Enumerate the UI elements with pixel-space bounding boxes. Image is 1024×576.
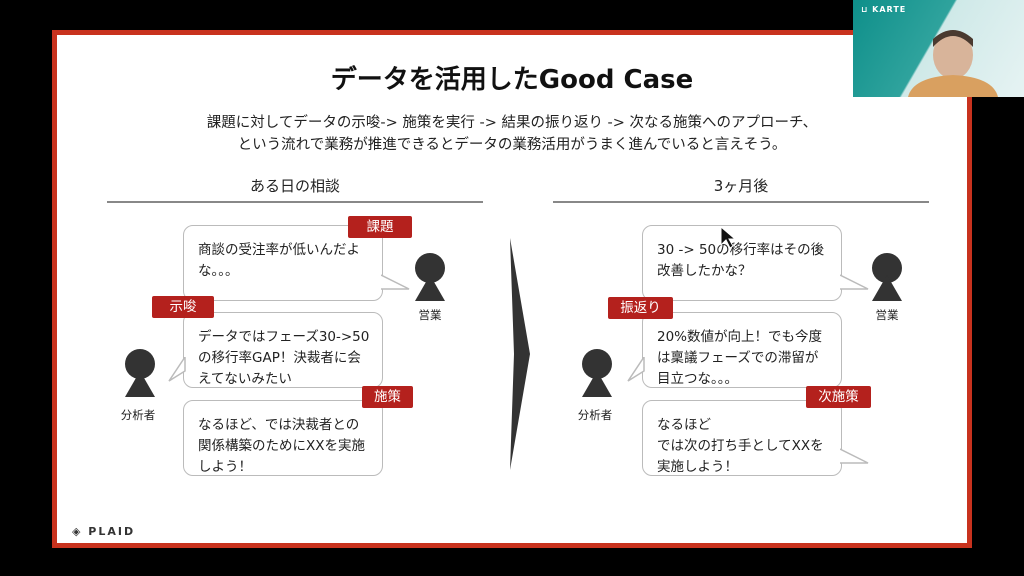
right-heading: 3ヶ月後 xyxy=(713,177,769,195)
bubble-next-action: なるほど では次の打ち手としてXXを実施しよう！ xyxy=(642,400,842,476)
karte-logo: ⊔ KARTE xyxy=(861,5,907,14)
bubble-text: 20%数値が向上！でも今度は稟議フェーズでの滞留が目立つな。。。 xyxy=(657,329,823,387)
bubble-tail xyxy=(627,357,645,382)
analyst-label: 分析者 xyxy=(120,408,156,422)
slide-subtitle-line2: という流れで業務が推進できるとデータの業務活用がうまく進んでいると言えそう。 xyxy=(237,137,787,153)
chevron-right-icon xyxy=(510,238,530,470)
sales-person-icon xyxy=(415,253,445,301)
bubble-question: 30 -> 50の移行率はその後改善したかな？ xyxy=(642,225,842,301)
bubble-tail xyxy=(840,448,869,464)
sales-label: 営業 xyxy=(418,308,442,322)
webcam-video: ⊔ KARTE xyxy=(853,0,1024,97)
plaid-logo: ◈ PLAID xyxy=(72,525,136,538)
slide-subtitle-line1: 課題に対してデータの示唆-> 施策を実行 -> 結果の振り返り -> 次なる施策… xyxy=(206,115,818,131)
bubble-tail xyxy=(168,357,186,382)
bubble-action: なるほど、では決裁者との関係構築のためにXXを実施しよう！ xyxy=(183,400,383,476)
bubble-review: 20%数値が向上！でも今度は稟議フェーズでの滞留が目立つな。。。 xyxy=(642,312,842,388)
bubble-text: 商談の受注率が低いんだよな。。。 xyxy=(198,242,360,279)
tag-next-action: 次施策 xyxy=(806,386,871,408)
bubble-text: なるほど では次の打ち手としてXXを実施しよう！ xyxy=(657,417,824,475)
tag-review: 振返り xyxy=(608,297,673,319)
bubble-insight: データではフェーズ30->50の移行率GAP！決裁者に会えてないみたい xyxy=(183,312,383,388)
tag-action: 施策 xyxy=(362,386,413,408)
analyst-person-icon xyxy=(582,349,612,397)
speaker-silhouette xyxy=(908,30,998,97)
left-heading: ある日の相談 xyxy=(249,177,340,195)
bubble-tail xyxy=(840,274,869,290)
presentation-slide: データを活用したGood Case 課題に対してデータの示唆-> 施策を実行 -… xyxy=(52,30,972,548)
analyst-label: 分析者 xyxy=(577,408,613,422)
plaid-icon: ◈ xyxy=(72,525,89,538)
bubble-tail xyxy=(381,274,410,290)
tag-insight: 示唆 xyxy=(152,296,214,318)
sales-label: 営業 xyxy=(875,308,899,322)
karte-icon: ⊔ xyxy=(861,5,873,14)
analyst-person-icon xyxy=(125,349,155,397)
tag-issue: 課題 xyxy=(348,216,412,238)
bubble-text: なるほど、では決裁者との関係構築のためにXXを実施しよう！ xyxy=(198,417,365,475)
slide-title: データを活用したGood Case xyxy=(330,65,694,95)
bubble-text: データではフェーズ30->50の移行率GAP！決裁者に会えてないみたい xyxy=(198,329,370,387)
left-divider xyxy=(107,201,483,203)
right-divider xyxy=(553,201,929,203)
sales-person-icon xyxy=(872,253,902,301)
bubble-text: 30 -> 50の移行率はその後改善したかな？ xyxy=(657,242,825,279)
mouse-cursor-icon xyxy=(720,226,736,249)
